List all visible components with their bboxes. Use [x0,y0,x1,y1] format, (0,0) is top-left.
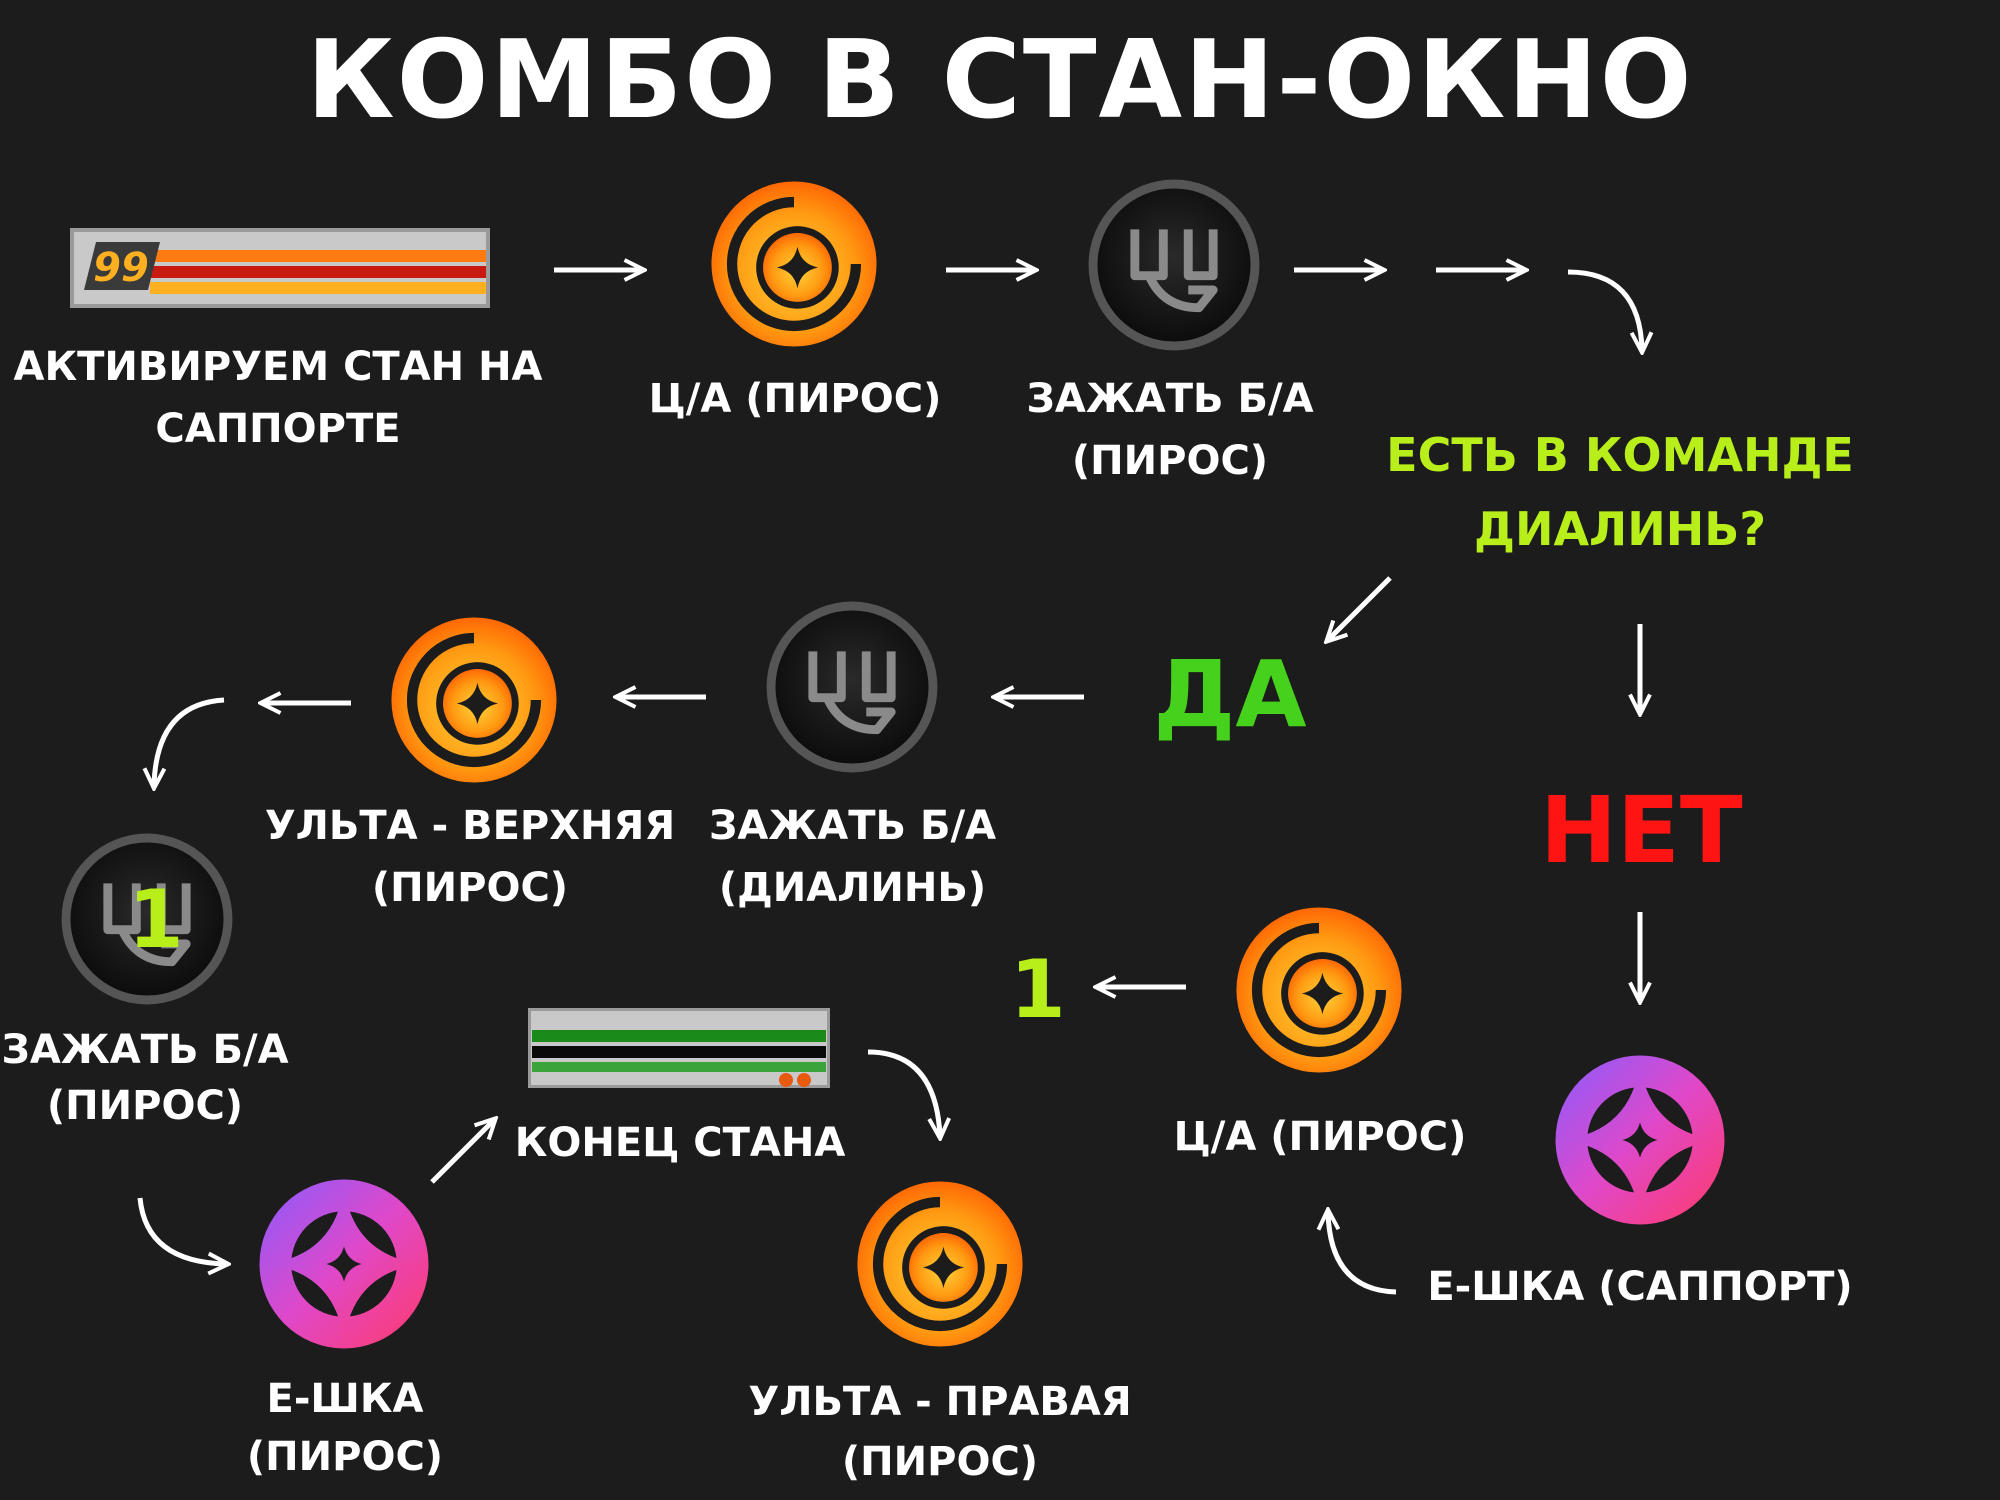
answer-yes: ДА [1153,641,1307,748]
step-charged-attack-pyro-1: Ц/А (ПИРОС) [648,376,942,422]
arrow-left-icon [255,678,351,728]
arrow-left-icon [610,672,706,722]
arrow-right-icon [946,245,1042,295]
star-emblem-icon [1552,1052,1728,1228]
arrow-curve-down-icon [867,1049,972,1150]
step-ult-right-pyro: УЛЬТА - ПРАВАЯ (ПИРОС) [748,1379,1132,1485]
fire-swirl-icon [854,1178,1026,1350]
step-activate-stun: АКТИВИРУЕМ СТАН НА САППОРТЕ [13,344,543,452]
step-hold-basic-pyro-2: ЗАЖАТЬ Б/А (ПИРОС) [1,1027,289,1129]
star-emblem-icon [256,1176,432,1352]
step-hold-basic-dialin: ЗАЖАТЬ Б/А (ДИАЛИНЬ) [708,803,997,911]
step-hold-basic-pyro-1: ЗАЖАТЬ Б/А (ПИРОС) [1026,376,1314,484]
step-stun-end: КОНЕЦ СТАНА [514,1120,846,1166]
fist-icon [763,598,941,776]
badge-one-right: 1 [1010,943,1066,1036]
question-dialin: ЕСТЬ В КОМАНДЕ ДИАЛИНЬ? [1386,428,1854,556]
stun-end-bar-icon [528,1008,830,1088]
arrow-down-icon [1615,624,1665,720]
step-e-support: Е-ШКА (САППОРТ) [1427,1264,1853,1310]
arrow-down-left-icon [1318,576,1392,652]
step-ult-top-pyro: УЛЬТА - ВЕРХНЯЯ (ПИРОС) [264,803,676,911]
arrow-right-icon [1294,245,1390,295]
step-e-pyro: Е-ШКА (ПИРОС) [246,1376,444,1480]
stun-counter: 99 [93,245,149,291]
stun-bar-icon: 99 [70,228,490,308]
arrow-right-icon [554,245,650,295]
step-charged-attack-pyro-2: Ц/А (ПИРОС) [1173,1114,1467,1160]
fist-icon [58,830,236,1008]
answer-no: НЕТ [1540,777,1743,884]
fist-icon [1085,176,1263,354]
page-title: КОМБО В СТАН-ОКНО [306,18,1694,143]
arrow-curve-down-icon [120,697,225,800]
arrow-up-right-icon [430,1110,504,1184]
fire-swirl-icon [388,614,560,786]
arrow-curve-up-icon [1296,1198,1397,1295]
arrow-left-icon [988,672,1084,722]
arrow-down-icon [1615,912,1665,1008]
arrow-left-icon [1090,962,1186,1012]
arrow-right-icon [1436,245,1532,295]
arrow-curve-down-icon [1567,269,1670,362]
badge-one-left: 1 [128,873,184,966]
arrow-curve-right-icon [137,1197,240,1282]
fire-swirl-icon [708,178,880,350]
fire-swirl-icon [1233,904,1405,1076]
